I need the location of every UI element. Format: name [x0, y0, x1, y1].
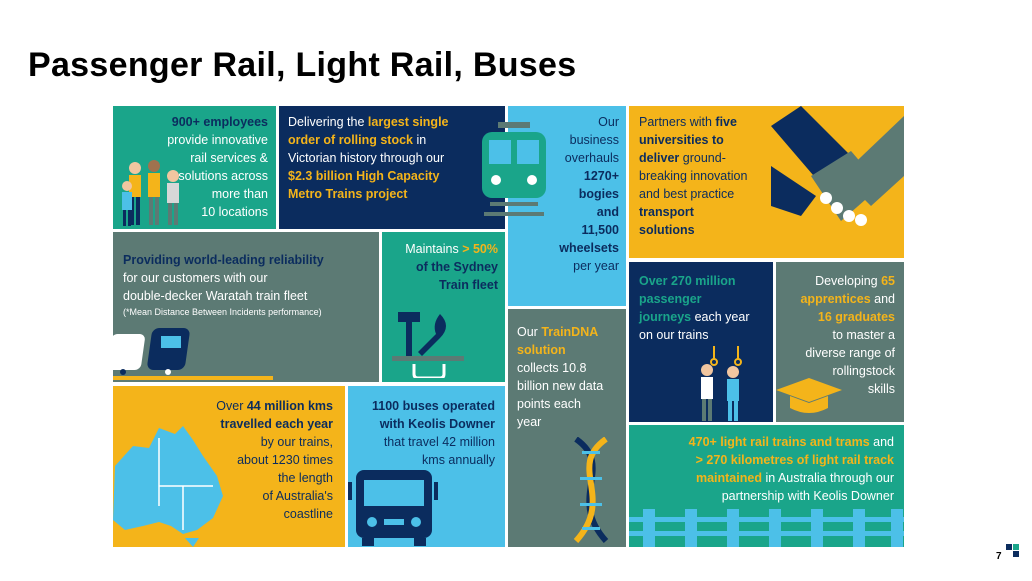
graduation-cap-icon: [776, 378, 842, 413]
rail-track-icon: [629, 509, 904, 547]
handshake-icon: [771, 106, 904, 226]
page-title: Passenger Rail, Light Rail, Buses: [28, 46, 577, 84]
employees-bold: 900+ employees: [171, 115, 268, 129]
tile-journeys: Over 270 million passenger journeys each…: [629, 262, 773, 422]
tile-traindna: Our TrainDNA solution collects 10.8 bill…: [508, 309, 626, 547]
commuters-icon: [701, 346, 742, 421]
page-number: 7: [996, 551, 1002, 562]
bus-icon: [348, 470, 438, 546]
tile-light-rail: 470+ light rail trains and trams and > 2…: [629, 425, 904, 547]
train-icon: [482, 122, 546, 216]
tile-kms: Over 44 million kms travelled each year …: [113, 386, 345, 547]
tile-employees: 900+ employees provide innovative rail s…: [113, 106, 276, 229]
tile-sydney: Maintains > 50% of the Sydney Train flee…: [382, 232, 505, 382]
tile-buses: 1100 buses operated with Keolis Downer t…: [348, 386, 505, 547]
tile-rolling-stock: Delivering the largest single order of r…: [279, 106, 505, 229]
downer-logo-icon: [1006, 544, 1019, 557]
australia-map-icon: [113, 426, 223, 547]
tile-universities: Partners with five universities to deliv…: [629, 106, 904, 258]
people-icon: [122, 160, 179, 226]
tile-reliability: Providing world-leading reliability for …: [113, 232, 379, 382]
dna-icon: [573, 437, 609, 543]
tile-apprentices: Developing 65 apprentices and 16 graduat…: [776, 262, 904, 422]
double-decker-train-icon: [113, 328, 273, 380]
tools-icon: [392, 312, 464, 378]
